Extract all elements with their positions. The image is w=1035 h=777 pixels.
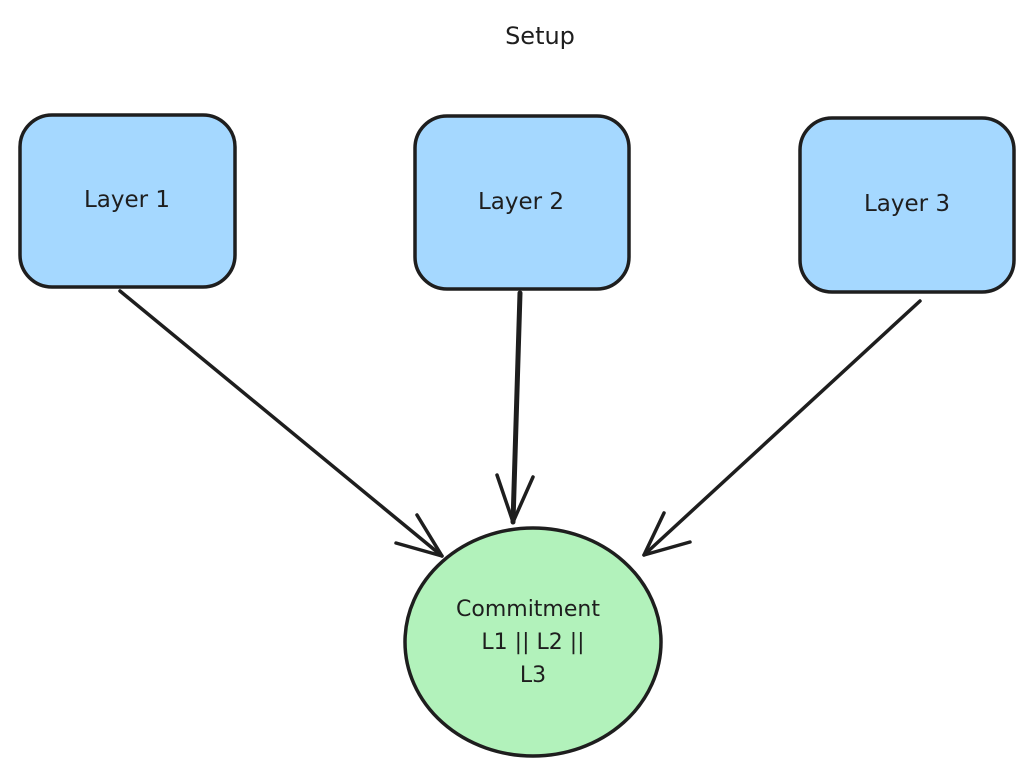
commitment-label-line-1: Commitment [456, 597, 600, 622]
arrow-layer-1-to-commitment [118, 289, 444, 558]
layer-1-node[interactable]: Layer 1 [18, 113, 237, 289]
layer-2-box [413, 114, 631, 291]
layer-3-node[interactable]: Layer 3 [798, 116, 1016, 294]
layer-3-label: Layer 3 [864, 191, 950, 217]
commitment-label-line-3: L3 [520, 663, 546, 688]
commitment-node[interactable]: Commitment L1 || L2 || L3 [403, 526, 663, 758]
arrow-layer-3-to-commitment [642, 299, 922, 557]
layer-2-label: Layer 2 [478, 189, 564, 215]
diagram-title: Setup [505, 22, 575, 50]
layer-3-box [798, 116, 1016, 294]
layer-1-label: Layer 1 [84, 187, 170, 213]
commitment-circle [403, 526, 663, 758]
arrow-layer-2-to-commitment [495, 290, 535, 525]
layer-2-node[interactable]: Layer 2 [413, 114, 631, 291]
layer-1-box [18, 113, 237, 289]
commitment-label-line-2: L1 || L2 || [481, 630, 584, 655]
